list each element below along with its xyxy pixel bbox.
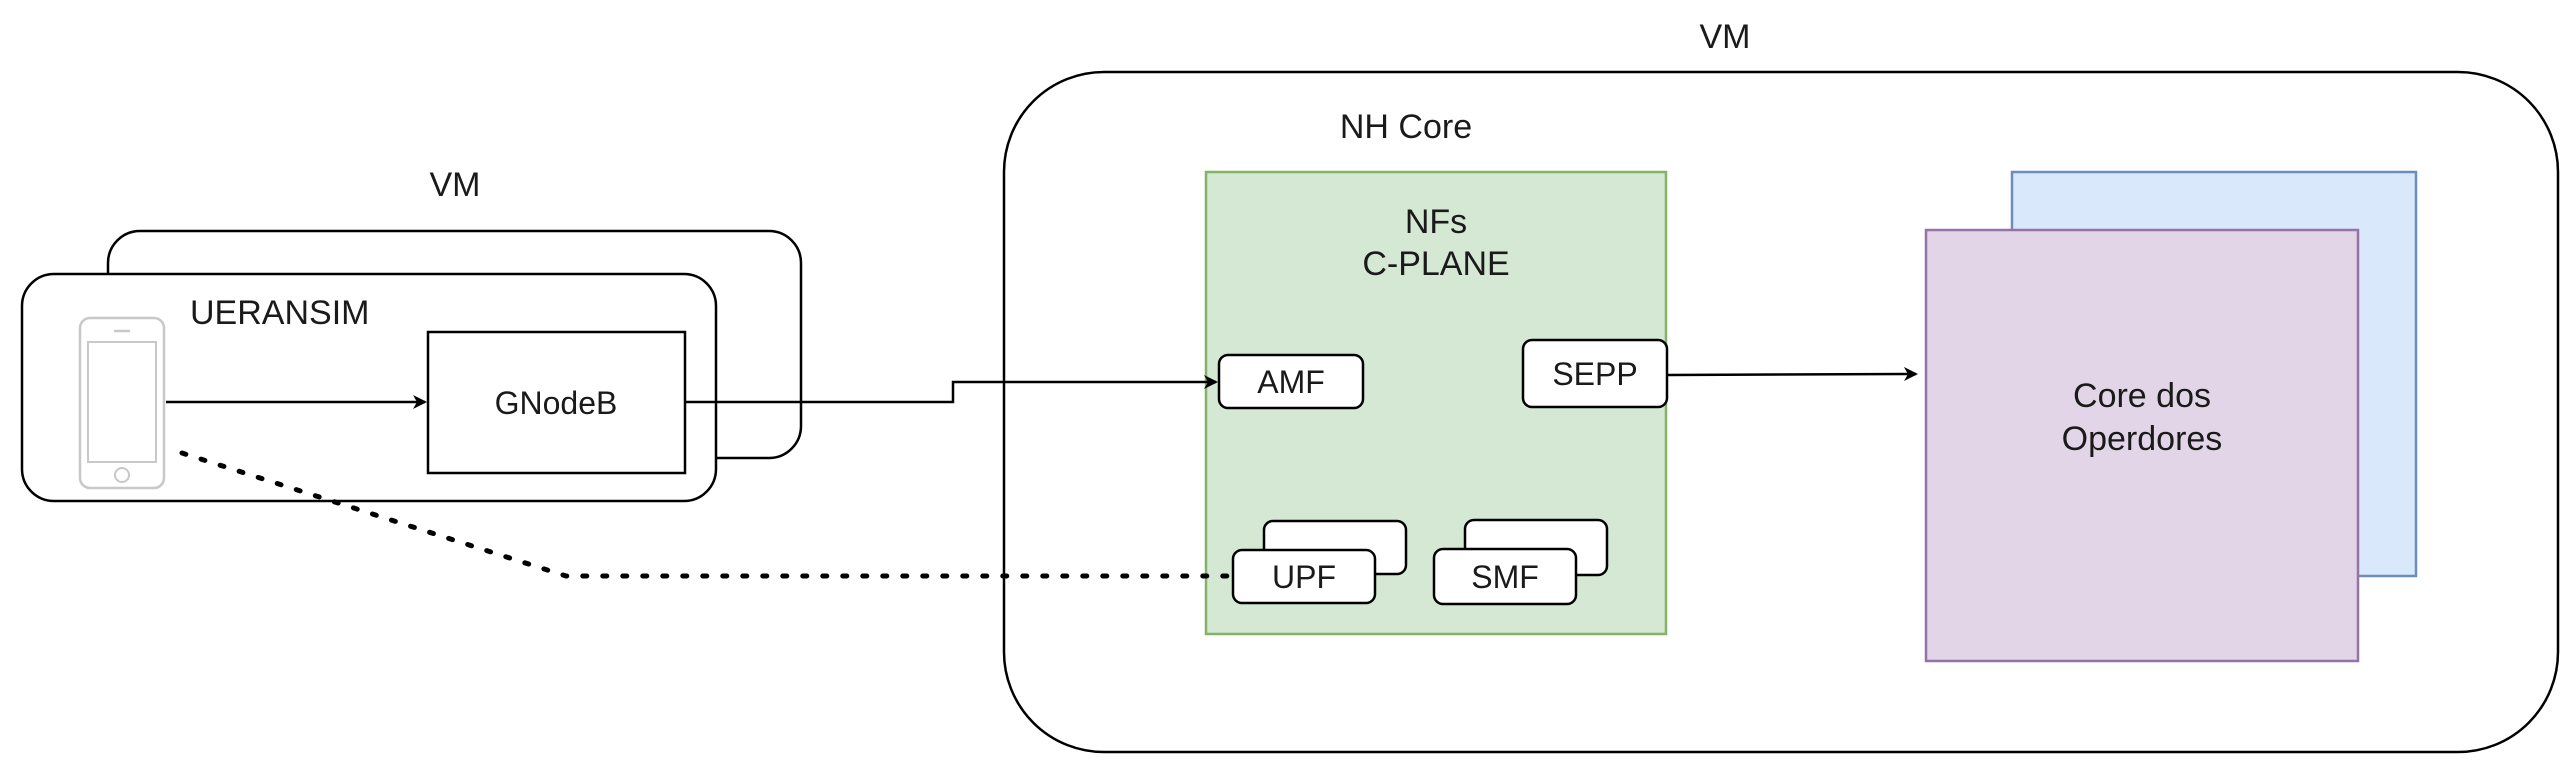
nfs-title-line1: NFs bbox=[1405, 203, 1467, 241]
upf-label: UPF bbox=[1272, 559, 1336, 595]
sepp-to-operator-core-arrow bbox=[1667, 367, 1918, 382]
nfs-title-line2: C-PLANE bbox=[1362, 245, 1509, 283]
gnodeb-label: GNodeB bbox=[495, 385, 618, 421]
sepp-label: SEPP bbox=[1552, 356, 1637, 392]
operator-core-line1: Core dos bbox=[2073, 377, 2211, 415]
phone-to-upf-dotted-link bbox=[179, 450, 1234, 579]
smf-label: SMF bbox=[1471, 559, 1539, 595]
amf-label: AMF bbox=[1257, 364, 1325, 400]
nh-core-label: NH Core bbox=[1340, 108, 1472, 146]
right-vm-label: VM bbox=[1700, 18, 1751, 56]
amf-box bbox=[1217, 353, 1365, 410]
gnodeb-to-amf-arrow bbox=[686, 375, 1218, 404]
operator-core-line2: Operdores bbox=[2062, 420, 2223, 458]
smartphone-icon bbox=[78, 316, 166, 490]
operator-core-front bbox=[1924, 228, 2360, 663]
sepp-box bbox=[1521, 338, 1669, 409]
smf-box bbox=[1432, 547, 1578, 606]
left-vm-label: VM bbox=[430, 166, 481, 204]
upf-box bbox=[1231, 548, 1377, 605]
ueransim-label: UERANSIM bbox=[190, 294, 369, 332]
gnodeb-box bbox=[426, 330, 687, 475]
